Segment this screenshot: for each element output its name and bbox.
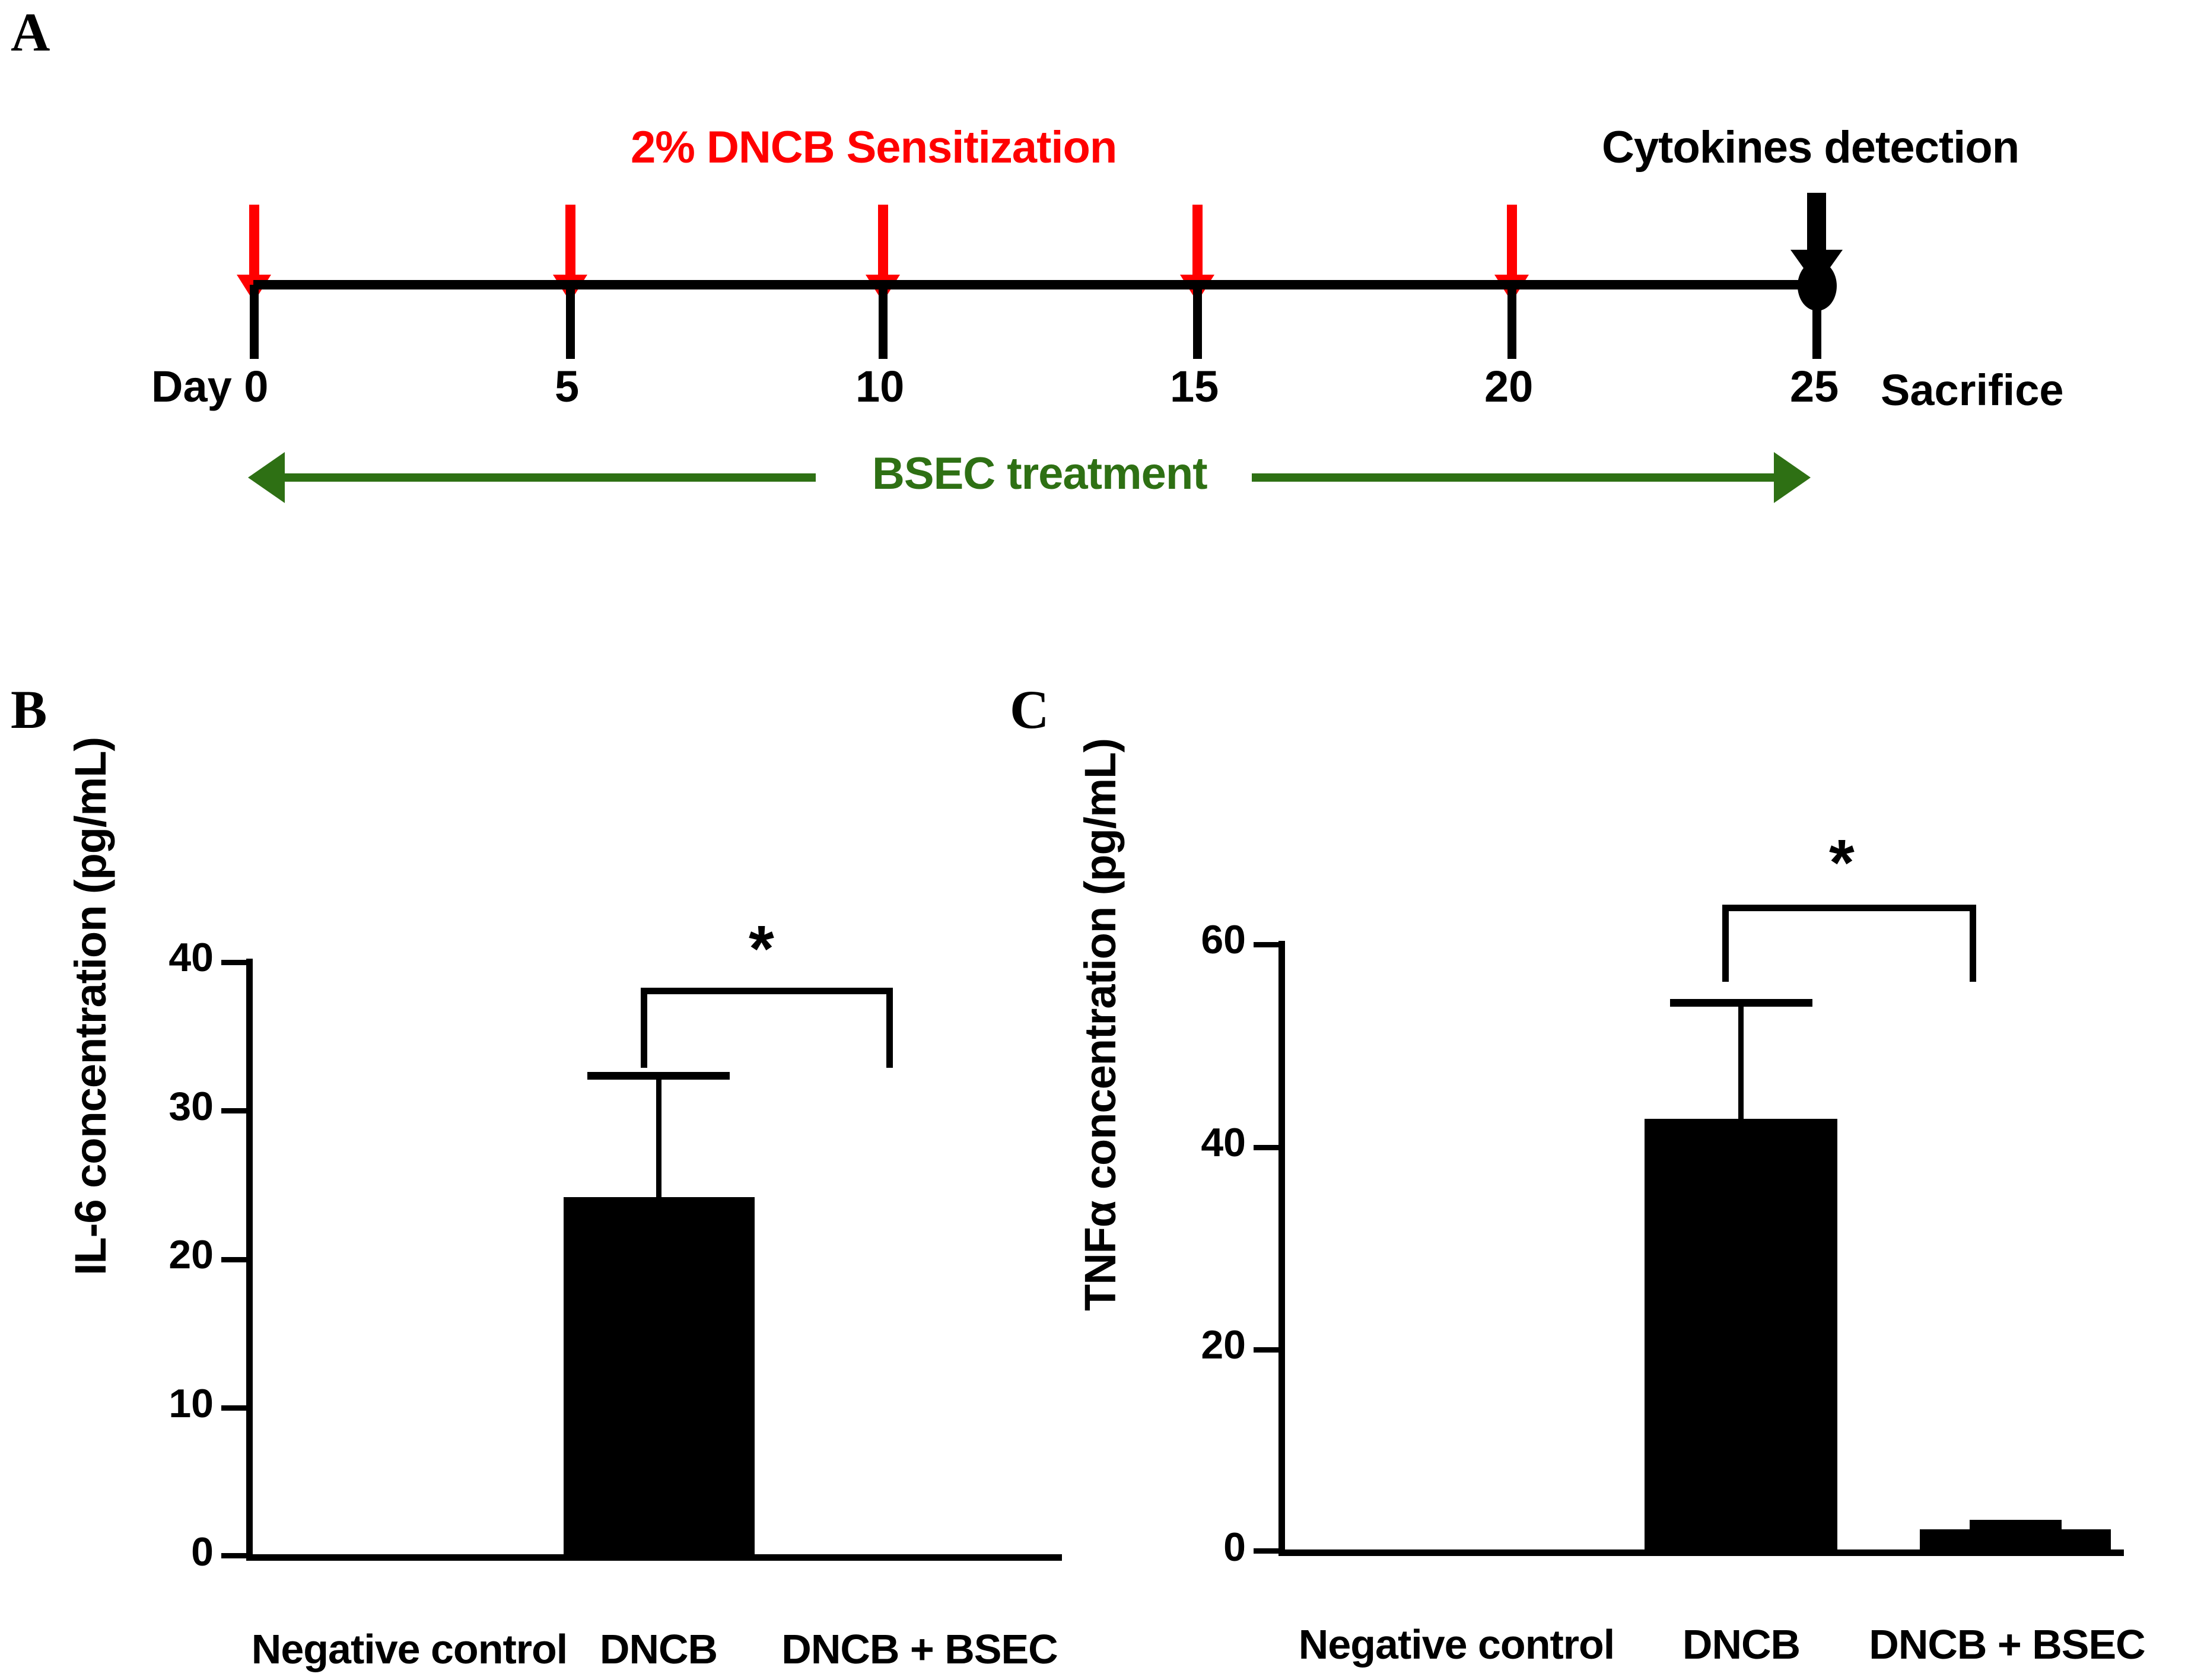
panel-c-bar-dncb-bsec: [1920, 1529, 2111, 1549]
panel-b-letter: B: [11, 679, 47, 740]
panel-c-yticklabel-40: 40: [1201, 1120, 1246, 1165]
panel-c-tnfa-bar-chart: C TNFα concentration (pg/mL) 60 40 20 0 …: [1003, 682, 2185, 1679]
panel-b-y-axis-title: IL-6 concentration (pg/mL): [66, 737, 115, 1275]
panel-b-yticklabel-0: 0: [191, 1529, 214, 1574]
panel-c-yticklabel-20: 20: [1201, 1322, 1246, 1367]
timeline-tick-day25: [1812, 285, 1821, 359]
sensitization-arrow-icon-day10: [866, 205, 900, 302]
panel-c-significance-star: *: [1829, 826, 1855, 899]
timeline-label-day15: 15: [1170, 362, 1219, 411]
panel-c-ytick-60: [1254, 942, 1281, 947]
bsec-treatment-label: BSEC treatment: [872, 448, 1208, 499]
bsec-arrow-right-shaft: [1252, 473, 1780, 482]
panel-b-x-axis: [246, 1554, 1062, 1561]
sensitization-arrow-icon-day5: [553, 205, 587, 302]
panel-b-yticklabel-40: 40: [168, 935, 214, 980]
panel-b-ytick-10: [221, 1405, 249, 1411]
panel-c-bar-dncb: [1645, 1119, 1837, 1549]
cytokines-detection-arrow-icon: [1790, 193, 1843, 287]
panel-b-ytick-20: [221, 1257, 249, 1262]
panel-c-y-axis-title: TNFα concentration (pg/mL): [1076, 739, 1125, 1311]
panel-c-significance-bracket: [1722, 905, 1976, 982]
cytokines-detection-label: Cytokines detection: [1602, 122, 2019, 173]
sensitization-arrow-icon-day20: [1494, 205, 1529, 302]
panel-c-ytick-20: [1254, 1347, 1281, 1353]
panel-b-xlabel-dncb: DNCB: [599, 1626, 718, 1672]
timeline-tick-day20: [1507, 285, 1516, 359]
panel-b-ytick-0: [221, 1553, 249, 1558]
panel-c-errorbar-cap-dncb-bsec: [1970, 1520, 2062, 1529]
panel-a-experimental-timeline: A 2% DNCB Sensitization Cytokines detect…: [0, 0, 2185, 593]
timeline-label-day5: 5: [555, 362, 580, 411]
bsec-arrow-left-head-icon: [248, 452, 285, 503]
panel-a-letter: A: [11, 2, 50, 62]
panel-b-significance-bracket: [641, 988, 893, 1068]
panel-c-yticklabel-60: 60: [1201, 917, 1246, 962]
timeline-tick-day10: [879, 285, 888, 359]
panel-c-ytick-0: [1254, 1548, 1281, 1554]
panel-b-ytick-40: [221, 960, 249, 965]
timeline-label-day0: Day 0: [151, 362, 269, 411]
panel-c-x-axis: [1278, 1549, 2124, 1556]
panel-c-letter: C: [1010, 679, 1049, 740]
panel-c-xlabel-dncb: DNCB: [1682, 1621, 1801, 1668]
panel-c-yticklabel-0: 0: [1223, 1525, 1246, 1570]
panel-b-errorbar-stem-dncb: [656, 1076, 661, 1200]
sacrifice-label: Sacrifice: [1881, 365, 2064, 415]
panel-b-y-axis: [246, 959, 253, 1561]
panel-b-errorbar-cap-dncb: [587, 1072, 730, 1080]
panel-b-yticklabel-20: 20: [168, 1232, 214, 1277]
panel-b-xlabel-negative-control: Negative control: [251, 1626, 568, 1672]
dncb-sensitization-label: 2% DNCB Sensitization: [631, 122, 1117, 173]
panel-c-xlabel-negative-control: Negative control: [1298, 1621, 1615, 1668]
sensitization-arrow-icon-day0: [237, 205, 271, 302]
panel-c-xlabel-dncb-bsec: DNCB + BSEC: [1869, 1621, 2145, 1668]
timeline-label-day25: 25: [1790, 362, 1839, 411]
timeline-axis: [253, 280, 1820, 289]
timeline-tick-day15: [1193, 285, 1202, 359]
timeline-label-day10: 10: [855, 362, 905, 411]
panel-c-errorbar-cap-dncb: [1670, 999, 1812, 1007]
timeline-label-day20: 20: [1484, 362, 1534, 411]
panel-b-yticklabel-10: 10: [168, 1381, 214, 1426]
panel-b-xlabel-dncb-bsec: DNCB + BSEC: [781, 1626, 1058, 1672]
panel-c-y-axis: [1278, 941, 1285, 1556]
panel-b-yticklabel-30: 30: [168, 1084, 214, 1129]
panel-b-bar-dncb: [564, 1197, 755, 1554]
panel-b-significance-star: *: [749, 912, 774, 985]
panel-b-il6-bar-chart: B IL-6 concentration (pg/mL) 40 30 20 10…: [0, 682, 1092, 1679]
bsec-arrow-left-shaft: [282, 473, 816, 482]
timeline-tick-day5: [566, 285, 575, 359]
panel-c-errorbar-stem-dncb: [1738, 1003, 1744, 1121]
sensitization-arrow-icon-day15: [1180, 205, 1214, 302]
panel-c-ytick-40: [1254, 1145, 1281, 1150]
panel-b-ytick-30: [221, 1108, 249, 1113]
bsec-arrow-right-head-icon: [1774, 452, 1811, 503]
timeline-tick-day0: [250, 285, 259, 359]
